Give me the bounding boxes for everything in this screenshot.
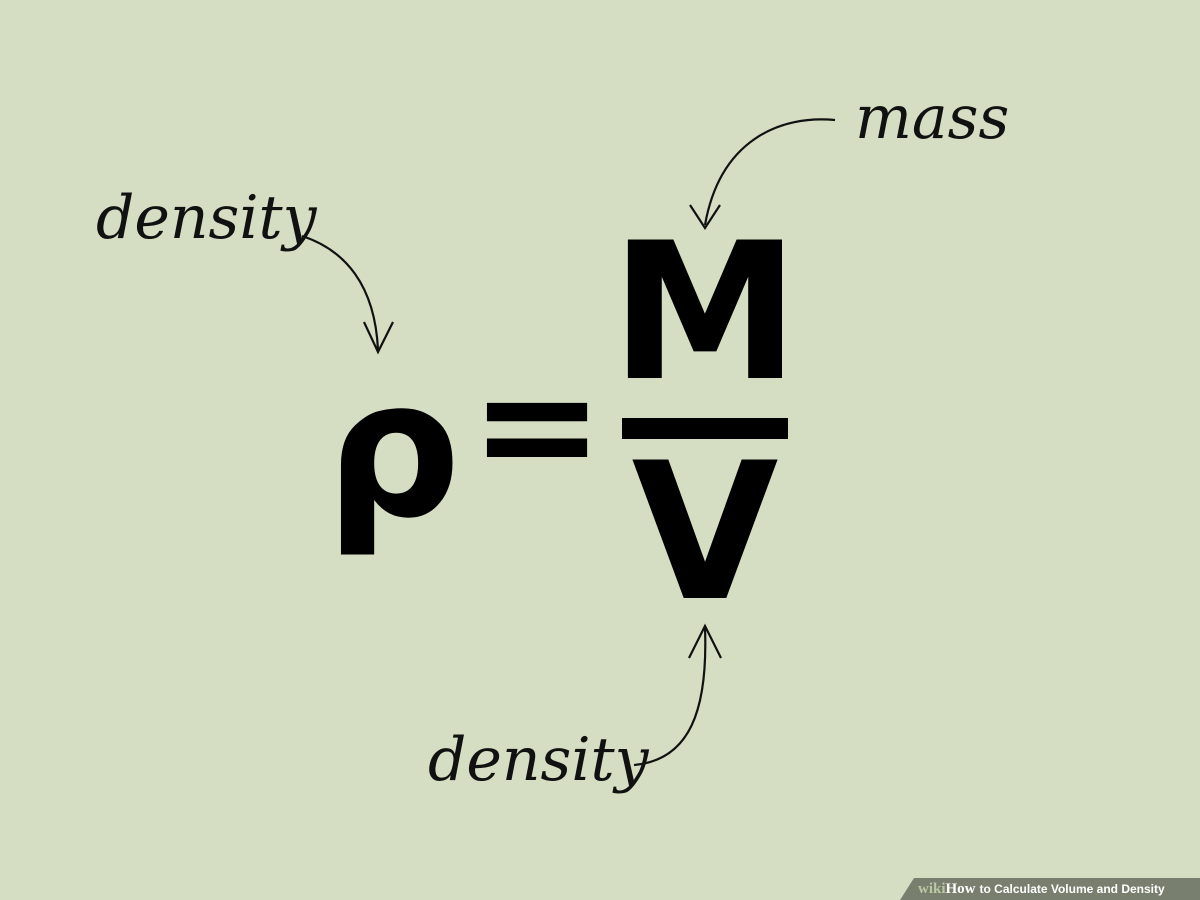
label-density-bottom: density [428, 725, 649, 795]
density-bottom-arrow [633, 627, 707, 767]
density-bottom-arrowhead [688, 623, 722, 659]
footer-brand-how: How [945, 880, 976, 897]
mass-arrow [703, 118, 836, 226]
label-density-top: density [96, 183, 317, 253]
formula-denominator: V [631, 422, 779, 643]
label-mass: mass [855, 83, 1010, 153]
formula-equals: = [470, 331, 605, 518]
formula-numerator: M [610, 202, 800, 423]
formula-rho: ρ [325, 339, 462, 560]
density-top-arrowhead [363, 321, 394, 355]
footer-title: to Calculate Volume and Density [979, 882, 1165, 896]
density-top-arrow [301, 234, 380, 351]
fraction-bar [622, 418, 788, 439]
footer-brand-wiki: wiki [918, 880, 946, 897]
mass-arrowhead [689, 204, 721, 231]
